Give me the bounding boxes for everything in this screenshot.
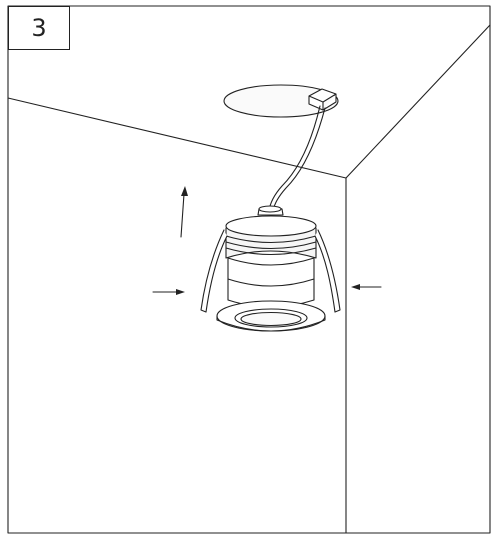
room-corner	[7, 24, 491, 534]
heat-sink-fin-3	[225, 247, 317, 256]
power-cable	[268, 105, 321, 212]
lens	[240, 311, 302, 327]
arrow-left-pointing	[351, 284, 382, 290]
ceiling-hole	[223, 84, 339, 118]
heat-sink-fin-1	[225, 235, 317, 244]
arrow-up	[180, 186, 188, 238]
junction-box	[308, 88, 337, 111]
gland-top	[258, 205, 282, 213]
downlight-fixture	[200, 205, 341, 332]
power-cable-2	[272, 107, 326, 212]
step-number-box: 3	[8, 6, 70, 50]
step-number: 3	[31, 14, 47, 42]
ceiling-left-edge	[7, 97, 347, 179]
outer-frame	[7, 5, 491, 534]
ceiling-cutout	[223, 84, 339, 118]
spring-clip-right	[314, 229, 341, 313]
trim-ring-edge	[216, 315, 326, 332]
heat-sink-top	[225, 215, 317, 237]
heat-sink-fin-2	[225, 241, 317, 250]
spring-clip-left	[200, 229, 228, 313]
body-band	[227, 278, 315, 287]
arrows	[152, 186, 382, 295]
arrow-right-pointing	[152, 289, 185, 295]
ceiling-right-edge	[345, 24, 491, 179]
